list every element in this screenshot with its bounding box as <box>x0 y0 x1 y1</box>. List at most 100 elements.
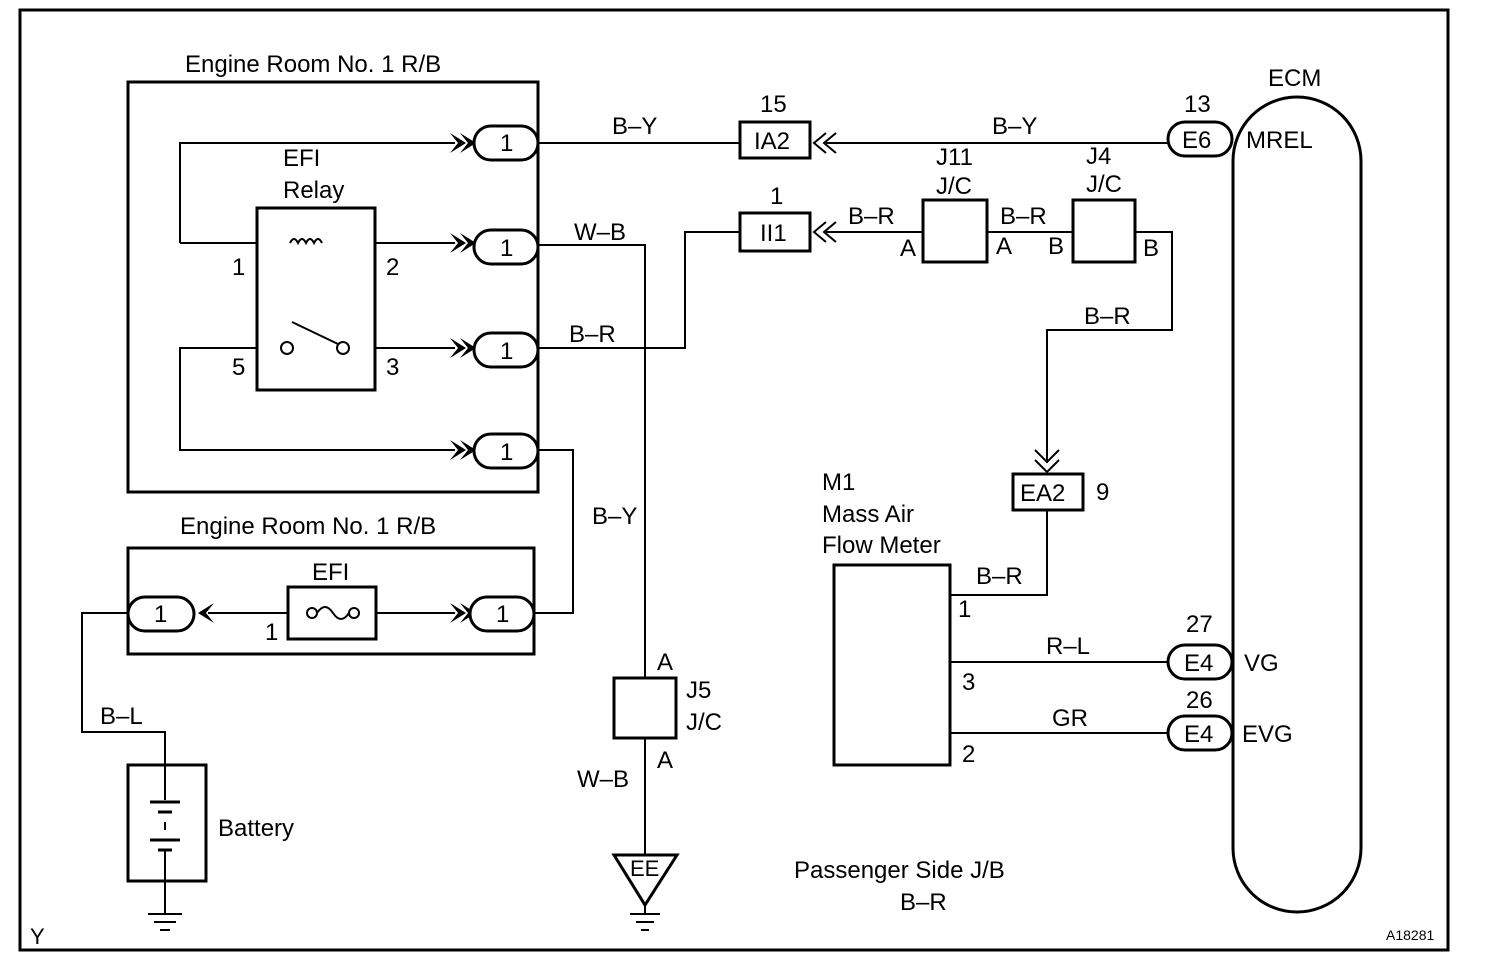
wire-label-by-ecm: B–Y <box>992 113 1037 140</box>
ia2-pin: 15 <box>760 91 787 118</box>
connector-arrow-icon <box>450 603 476 623</box>
ii1-pin: 1 <box>770 183 783 210</box>
rb-connector-2-label: 1 <box>500 235 513 262</box>
ecm-body <box>1231 95 1363 914</box>
j11-right: A <box>996 233 1012 260</box>
fuse-icon <box>306 606 360 620</box>
relay-pin-2: 2 <box>386 254 399 281</box>
rb-wire-1 <box>179 142 455 243</box>
mafm-pin-1: 1 <box>958 596 971 623</box>
wire-br-relay <box>538 231 740 349</box>
fuse-pin-1: 1 <box>265 619 278 646</box>
j11-type: J/C <box>936 173 972 200</box>
connector-arrow-icon <box>450 338 476 358</box>
connector-arrow-icon <box>450 233 476 253</box>
e4-vg-pin: 27 <box>1186 611 1213 638</box>
battery-box <box>126 763 208 883</box>
ecm-label: ECM <box>1268 65 1321 92</box>
connector-ea2-label: EA2 <box>1020 480 1065 507</box>
rb-bottom-title: Engine Room No. 1 R/B <box>180 513 436 540</box>
rb-connector-1-label: 1 <box>500 130 513 157</box>
wire-label-by-vertical: B–Y <box>592 503 637 530</box>
connector-ii1 <box>738 211 812 253</box>
passenger-jb-label-1: Passenger Side J/B <box>794 857 1005 884</box>
wire-label-gr: GR <box>1052 705 1088 732</box>
connector-arrow-icon <box>450 440 476 460</box>
diagram-frame <box>18 8 1450 952</box>
junction-j4 <box>1071 198 1137 264</box>
j11-left: A <box>900 235 916 262</box>
j5-top: A <box>657 649 673 676</box>
wire-br-j4-ea2 <box>1046 231 1173 463</box>
wire-label-by-top: B–Y <box>612 113 657 140</box>
j4-type: J/C <box>1086 171 1122 198</box>
junction-j11 <box>921 198 989 264</box>
ecm-mrel: MREL <box>1246 127 1313 154</box>
wire-wb-vertical <box>538 244 646 678</box>
rb2-connector-left-label: 1 <box>154 601 167 628</box>
connector-e4-evg <box>1166 714 1234 752</box>
j11-name: J11 <box>936 144 973 171</box>
rb-connector-3 <box>472 331 540 369</box>
efi-relay-label-1: EFI <box>283 145 320 172</box>
mafm-label-2: Mass Air <box>822 501 914 528</box>
connector-ia2-label: IA2 <box>754 128 790 155</box>
j5-type: J/C <box>686 709 722 736</box>
figure-id: A18281 <box>1386 927 1434 943</box>
connector-e4-vg <box>1166 643 1234 681</box>
efi-relay-label-2: Relay <box>283 177 344 204</box>
rb-connectors: 1 1 1 1 <box>450 124 540 470</box>
relay-pin-3: 3 <box>386 354 399 381</box>
e4-evg-pin: 26 <box>1186 687 1213 714</box>
relay-pin-5: 5 <box>232 354 245 381</box>
rb-bottom-box <box>126 546 536 656</box>
connector-ii1-label: II1 <box>760 220 787 247</box>
rb-top-title: Engine Room No. 1 R/B <box>185 51 441 78</box>
j5-bottom: A <box>657 747 673 774</box>
efi-relay-body <box>255 206 377 392</box>
battery-label: Battery <box>218 815 294 842</box>
ground-icon <box>630 905 660 931</box>
connector-e6 <box>1166 120 1234 158</box>
wire-label-bl: B–L <box>100 703 143 730</box>
connector-e4-evg-label: E4 <box>1184 721 1213 748</box>
connector-ia2 <box>738 120 812 160</box>
rb-connector-3-label: 1 <box>500 338 513 365</box>
wire-label-br-mafm: B–R <box>976 563 1023 590</box>
mass-air-flow-meter <box>832 563 952 767</box>
ecm-vg: VG <box>1244 650 1279 677</box>
ground-icon <box>148 881 182 931</box>
wire-label-br-j11-j4: B–R <box>1000 203 1047 230</box>
rb-connector-4-label: 1 <box>500 439 513 466</box>
ground-ee-label: EE <box>630 856 659 881</box>
mafm-pin-2: 2 <box>962 741 975 768</box>
relay-pin-1: 1 <box>232 254 245 281</box>
wire-label-wb-top: W–B <box>574 219 626 246</box>
wire-label-br-ii1: B–R <box>848 203 895 230</box>
e6-pin: 13 <box>1184 91 1211 118</box>
connector-e6-label: E6 <box>1182 127 1211 154</box>
j5-name: J5 <box>686 677 711 704</box>
passenger-jb-label-2: B–R <box>900 889 947 916</box>
wire-battery <box>81 612 166 765</box>
rb-wire-switch-in <box>179 347 455 451</box>
j4-right: B <box>1143 235 1159 262</box>
mafm-pin-3: 3 <box>962 669 975 696</box>
rb-connector-2 <box>472 228 540 266</box>
connector-e4-vg-label: E4 <box>1184 650 1213 677</box>
ground-ee <box>611 853 680 908</box>
wire-label-br-j4-ea2: B–R <box>1084 303 1131 330</box>
j4-left: B <box>1048 233 1064 260</box>
ea2-pin: 9 <box>1096 479 1109 506</box>
wire-br-ea2-mafm <box>950 510 1048 596</box>
wire-label-wb-bottom: W–B <box>577 766 629 793</box>
rb2-connector-right-label: 1 <box>496 601 509 628</box>
mafm-label-1: M1 <box>822 469 855 496</box>
j4-name: J4 <box>1086 143 1111 170</box>
relay-switch-icon <box>280 321 350 355</box>
wire-label-rl: R–L <box>1046 633 1090 660</box>
ecm-evg: EVG <box>1242 721 1293 748</box>
efi-fuse-label: EFI <box>312 559 349 586</box>
